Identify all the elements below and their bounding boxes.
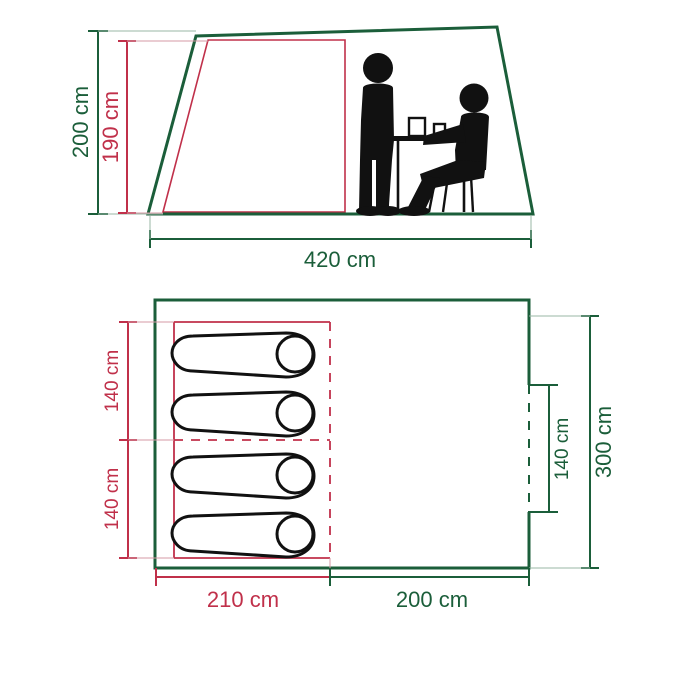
dimension-inner-height: 190 cm: [98, 40, 208, 214]
dimension-door-opening-label: 140 cm: [552, 418, 573, 480]
dimension-sleeping-depth-rear-label: 140 cm: [102, 468, 123, 530]
inner-bedroom-outline: [161, 39, 346, 213]
sleeping-bag-2: [170, 390, 316, 438]
dimension-overall-depth-label: 300 cm: [591, 406, 616, 478]
dimension-sleeping-depth-front-label: 140 cm: [102, 350, 123, 412]
dimension-door-opening: 140 cm: [529, 384, 573, 513]
dimension-sleeping-depth-rear: 140 cm: [102, 440, 174, 559]
sleeping-bag-3: [170, 452, 316, 500]
dimension-overall-height: 200 cm: [68, 30, 196, 215]
dimension-sleeping-depth-front: 140 cm: [102, 321, 174, 441]
seated-person-figure: [398, 83, 489, 216]
sleeping-bag-4: [170, 511, 316, 559]
tent-side-elevation: 200 cm 190 cm 420 cm: [68, 25, 535, 272]
dimension-sleeping-length-label: 210 cm: [207, 587, 279, 612]
dimension-living-length-label: 200 cm: [396, 587, 468, 612]
dimension-inner-height-label: 190 cm: [98, 91, 123, 163]
standing-person-figure: [356, 53, 401, 216]
dimension-overall-length-label: 420 cm: [304, 247, 376, 272]
sleeping-bag-1: [170, 331, 316, 379]
dimension-overall-length: 420 cm: [149, 216, 532, 272]
tent-floor-plan: 140 cm 140 cm 140 cm 300 cm: [102, 298, 616, 612]
dimension-overall-depth: 300 cm: [529, 315, 616, 569]
dimension-overall-height-label: 200 cm: [68, 86, 93, 158]
dimension-sleeping-length: 210 cm: [155, 558, 331, 612]
dimension-living-length: 200 cm: [329, 568, 530, 612]
table-item-box: [407, 116, 427, 138]
